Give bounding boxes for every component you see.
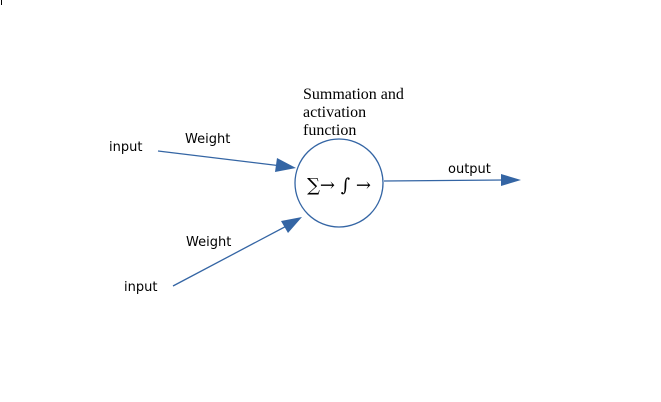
input-arrow-bottom	[172, 217, 302, 287]
input-arrow-top-line	[157, 150, 291, 168]
node-caption-line-2: activation	[303, 104, 366, 121]
input-arrow-bottom-line	[172, 220, 297, 287]
neuron-node-circle	[294, 138, 384, 228]
input-arrow-top-head	[275, 158, 296, 172]
output-arrow	[383, 174, 521, 186]
weight-label-top: Weight	[185, 132, 230, 147]
input-label-top: input	[109, 140, 142, 155]
node-caption-line-3: function	[303, 122, 356, 139]
output-arrow-head	[501, 174, 521, 186]
input-arrow-top	[157, 150, 296, 172]
output-arrow-line	[383, 179, 505, 182]
node-caption-line-1: Summation and	[303, 86, 404, 103]
output-label: output	[448, 162, 491, 177]
input-label-bottom: input	[124, 280, 157, 295]
node-symbols: ∑→ ∫ →	[307, 175, 371, 196]
weight-label-bottom: Weight	[186, 235, 231, 250]
input-arrow-bottom-head	[281, 217, 302, 233]
